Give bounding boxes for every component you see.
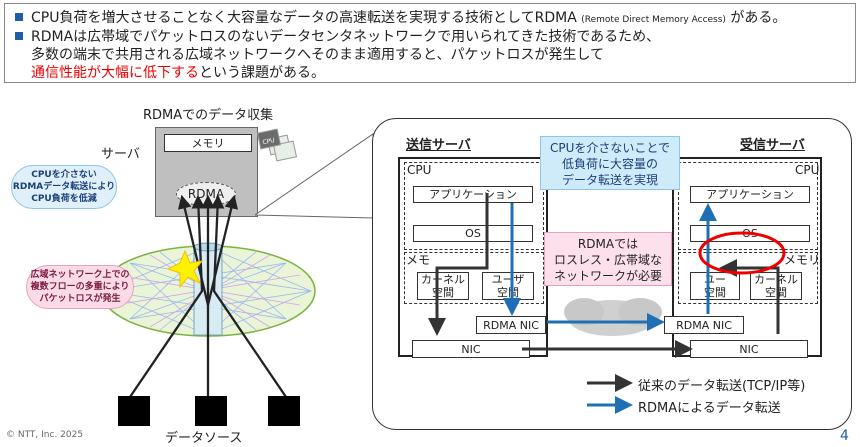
packet-loss-bubble: 広域ネットワーク上での 複数フローの多重により パケットロスが発生: [26, 265, 134, 309]
receiver-nic: NIC: [690, 340, 808, 358]
flow-line-4: [177, 194, 210, 306]
server-label: サーバ: [101, 147, 140, 162]
data-source-3: [268, 396, 300, 426]
lossless-network-callout: RDMAでは ロスレス・広帯域な ネットワークが必要: [544, 232, 672, 286]
receiver-rdma-nic: RDMA NIC: [664, 316, 744, 334]
receiver-title: 受信サーバ: [740, 138, 805, 153]
summary-box: CPU負荷を増大させることなく大容量なデータの高速転送を実現する技術としてRDM…: [4, 3, 856, 83]
receiver-kernel-space: カーネル 空間: [750, 272, 802, 300]
receiver-cpu-label: CPU: [795, 163, 820, 177]
left-diagram-title: RDMAでのデータ収集: [143, 108, 274, 123]
bullet-icon: [15, 13, 23, 21]
receiver-cpu-region: [678, 162, 818, 250]
sender-nic: NIC: [412, 340, 530, 358]
collision-icon: [166, 249, 204, 289]
receiver-app: アプリケーション: [690, 186, 810, 203]
transfer-arrows: [428, 193, 786, 414]
data-source-2: [195, 396, 227, 426]
summary-alert-text: 通信性能が大幅に低下する: [31, 65, 199, 81]
data-source-label: データソース: [165, 431, 243, 446]
cpu-load-bubble: CPUを介さない RDMAデータ転送により CPU負荷を低減: [11, 165, 117, 209]
sender-cpu-label: CPU: [407, 163, 432, 177]
sender-memory-region: [404, 252, 544, 304]
bullet-icon: [15, 32, 23, 40]
left-network-diagram: [100, 194, 316, 398]
summary-line-1-tail: がある。: [730, 10, 787, 26]
sender-title: 送信サーバ: [406, 138, 471, 153]
summary-line-3: 多数の端末で共用される広域ネットワークへそのまま適用すると、パケットロスが発生し…: [31, 47, 605, 63]
tcp-path-receiver: [719, 259, 780, 334]
summary-line-2-text: RDMAは広帯域でパケットロスのないデータセンタネットワークで用いられてきた技術…: [31, 29, 661, 45]
receiver-memory-region: [678, 252, 818, 304]
flow-line-1: [129, 194, 206, 398]
cpu-chip-label: CPU: [262, 137, 275, 146]
data-source-1: [118, 396, 150, 426]
copyright: © NTT, Inc. 2025: [6, 430, 84, 440]
zoom-connector: [255, 133, 374, 219]
sender-os: OS: [413, 225, 533, 242]
flow-line-5: [206, 194, 239, 306]
summary-line-4: 通信性能が大幅に低下するという課題がある。: [31, 64, 325, 83]
flow-line-3: [210, 194, 287, 398]
tcp-path-sender: [428, 193, 489, 336]
summary-line-1: CPU負荷を増大させることなく大容量なデータの高速転送を実現する技術としてRDM…: [15, 9, 786, 30]
server-memory: メモリ: [164, 134, 252, 152]
summary-line-1-small: (Remote Direct Memory Access): [581, 15, 726, 25]
receiver-memory-label: メモリ: [784, 253, 821, 267]
cpu-offload-callout: CPUを介さないことで 低負荷に大容量の データ転送を実現: [540, 136, 680, 190]
page-number: 4: [840, 428, 849, 444]
summary-line-2: RDMAは広帯域でパケットロスのないデータセンタネットワークで用いられてきた技術…: [15, 28, 660, 47]
summary-line-1-text: CPU負荷を増大させることなく大容量なデータの高速転送を実現する技術としてRDM…: [31, 10, 577, 26]
sender-cpu-region: [404, 162, 544, 250]
sender-rdma-nic: RDMA NIC: [476, 316, 546, 334]
sender-memory-label: メモ: [406, 253, 431, 267]
legend-black-text: 従来のデータ転送(TCP/IP等): [638, 379, 806, 394]
sender-app: アプリケーション: [413, 186, 533, 203]
highlight-circle: [698, 231, 786, 275]
legend-blue-text: RDMAによるデータ転送: [638, 401, 781, 416]
summary-line-4-tail: という課題がある。: [199, 65, 325, 81]
cpu-chip-icon: CPU: [256, 128, 298, 162]
